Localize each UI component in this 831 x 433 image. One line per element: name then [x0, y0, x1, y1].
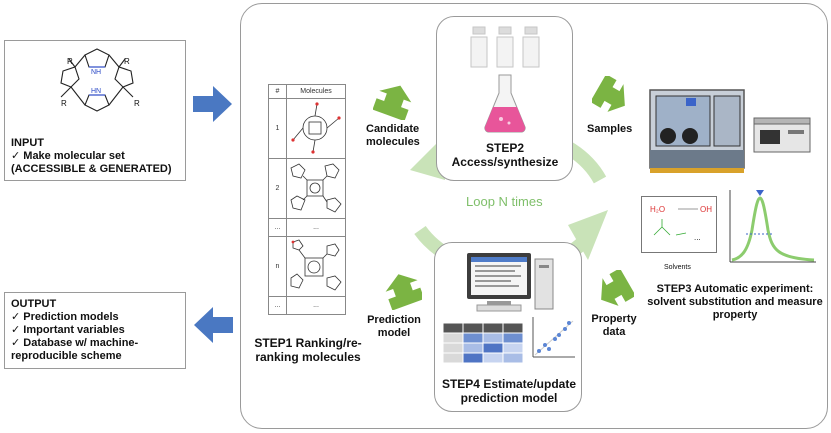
samples-label: Samples [587, 123, 633, 135]
table-header: # [268, 84, 287, 99]
table-cell: ... [286, 218, 346, 237]
solvent-h2o: H₂O [650, 205, 666, 214]
flask-icon [484, 74, 526, 133]
peak-curve-icon [729, 190, 816, 263]
molecule-structure-cell [286, 158, 346, 219]
output-title: OUTPUT [11, 298, 57, 310]
output-item-text: Database w/ machine-reproducible scheme [11, 337, 139, 362]
molecule-structure-icon [290, 163, 342, 213]
loop-label: Loop N times [466, 194, 543, 209]
molecule-structure-icon [291, 101, 341, 154]
property-arrow-icon [601, 270, 634, 306]
input-panel: R R R R NH HN INPUT Make molecular set (… [4, 40, 186, 181]
scatter-plot-icon [532, 317, 575, 358]
solvents-caption: Solvents [664, 264, 691, 271]
table-row: 2 [268, 158, 346, 219]
right-arrow-icon [193, 86, 232, 122]
step2-label: STEP2 Access/synthesize [451, 141, 559, 169]
table-cell-index: 2 [268, 158, 287, 219]
solvent-oh: OH [700, 205, 712, 214]
prediction-arrow-icon [385, 274, 422, 310]
molecule-structure-cell [286, 98, 346, 159]
molecule-structure-cell [286, 236, 346, 297]
samples-arrow-icon [592, 76, 625, 112]
molecule-table: # Molecules 1 2 ... ... n ... ... [268, 84, 346, 315]
solvent-structures-icon [653, 208, 698, 236]
molecule-r-label-4: R [134, 99, 140, 108]
output-item: Prediction models [11, 311, 118, 324]
table-row: n [268, 236, 346, 297]
table-cell: ... [286, 296, 346, 315]
candidate-label: Candidate molecules [366, 123, 420, 148]
left-arrow-icon [194, 307, 233, 343]
glovebox-photo-icon [649, 89, 745, 173]
table-cell-index: 1 [268, 98, 287, 159]
data-table-icon [443, 323, 524, 363]
table-row: ... ... [268, 296, 346, 315]
table-header: Molecules [286, 84, 346, 99]
input-title: INPUT [11, 137, 44, 149]
step3-label: STEP3 Automatic experiment: solvent subs… [647, 283, 823, 321]
output-item: Database w/ machine-reproducible scheme [11, 337, 181, 363]
step1-label: STEP1 Ranking/re-ranking molecules [254, 336, 362, 364]
table-cell-index: ... [268, 296, 287, 315]
table-cell-index: n [268, 236, 287, 297]
step4-panel: STEP4 Estimate/update prediction model [434, 242, 582, 412]
prediction-label: Prediction model [367, 314, 421, 339]
molecule-r-label-2: R [124, 57, 130, 66]
molecule-nh-label: NH [91, 69, 102, 76]
input-item: (ACCESSIBLE & GENERATED) [11, 163, 172, 175]
computer-icon [467, 253, 554, 312]
solvent-dots: ... [694, 233, 701, 242]
output-panel: OUTPUT Prediction models Important varia… [4, 292, 186, 369]
spectrometer-icon [753, 117, 811, 153]
vials-icon [470, 26, 540, 68]
output-item: Important variables [11, 324, 124, 337]
molecule-structure-icon [290, 239, 342, 291]
table-cell-index: ... [268, 218, 287, 237]
step2-panel: STEP2 Access/synthesize [436, 16, 573, 181]
porphyrin-molecule-icon [60, 48, 134, 112]
molecule-r-label-3: R [61, 99, 67, 108]
step4-label: STEP4 Estimate/update prediction model [441, 377, 577, 405]
candidate-arrow-icon [373, 85, 412, 120]
molecule-hn-label: HN [91, 88, 102, 95]
table-row: ... ... [268, 218, 346, 237]
table-row: 1 [268, 98, 346, 159]
molecule-r-label-1: R [67, 57, 73, 66]
solvents-panel: H₂O OH ... [641, 196, 717, 253]
property-label: Property data [591, 313, 637, 338]
input-item: Make molecular set [11, 150, 125, 163]
